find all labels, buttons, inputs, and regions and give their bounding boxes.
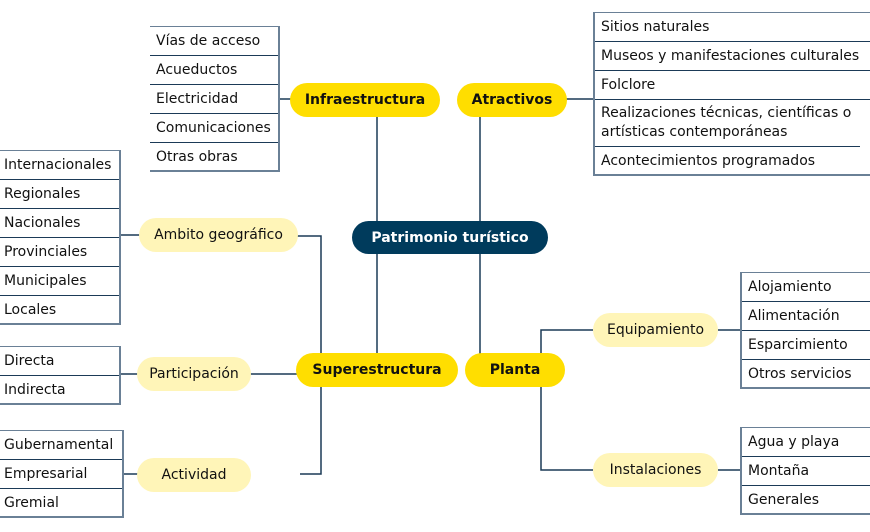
list-item[interactable]: Directa (0, 347, 119, 376)
list-item[interactable]: Internacionales (0, 151, 119, 180)
list-item[interactable]: Folclore (595, 71, 870, 100)
list-item[interactable]: Acueductos (150, 56, 278, 85)
list-item[interactable]: Otras obras (150, 143, 278, 172)
node-atractivos[interactable]: Atractivos (457, 83, 567, 117)
line-planta-branches (540, 329, 593, 471)
node-ambito-geografico[interactable]: Ambito geográfico (139, 218, 298, 252)
node-equipamiento[interactable]: Equipamiento (593, 313, 718, 347)
node-infraestructura[interactable]: Infraestructura (290, 83, 440, 117)
participacion-list: Directa Indirecta (0, 346, 121, 405)
list-item[interactable]: Otros servicios (742, 360, 870, 389)
ambito-label: Ambito geográfico (154, 227, 283, 243)
actividad-list: Gubernamental Empresarial Gremial (0, 430, 124, 518)
infraestructura-label: Infraestructura (304, 92, 426, 108)
participacion-label: Participación (149, 366, 239, 382)
root-label: Patrimonio turístico (371, 229, 529, 246)
instalaciones-list: Agua y playa Montaña Generales (740, 427, 870, 515)
list-item[interactable]: Alimentación (742, 302, 870, 331)
equipamiento-list: Alojamiento Alimentación Esparcimiento O… (740, 272, 870, 389)
list-item[interactable]: Provinciales (0, 238, 119, 267)
list-item[interactable]: Comunicaciones (150, 114, 278, 143)
list-item[interactable]: Realizaciones técnicas, científicas o ar… (595, 100, 860, 147)
node-superestructura[interactable]: Superestructura (296, 353, 458, 387)
list-item[interactable]: Gremial (0, 489, 122, 518)
node-actividad[interactable]: Actividad (137, 458, 251, 492)
node-planta[interactable]: Planta (465, 353, 565, 387)
ambito-list: Internacionales Regionales Nacionales Pr… (0, 150, 121, 325)
list-item[interactable]: Acontecimientos programados (595, 147, 870, 176)
list-item[interactable]: Electricidad (150, 85, 278, 114)
list-item[interactable]: Montaña (742, 457, 870, 486)
superestructura-label: Superestructura (312, 362, 442, 378)
list-item[interactable]: Esparcimiento (742, 331, 870, 360)
infraestructura-list: Vías de acceso Acueductos Electricidad C… (150, 26, 280, 172)
node-instalaciones[interactable]: Instalaciones (593, 453, 718, 487)
list-item[interactable]: Vías de acceso (150, 27, 278, 56)
list-item[interactable]: Indirecta (0, 376, 119, 405)
instalaciones-label: Instalaciones (609, 462, 702, 478)
actividad-label: Actividad (161, 467, 227, 483)
list-item[interactable]: Nacionales (0, 209, 119, 238)
list-item[interactable]: Agua y playa (742, 428, 870, 457)
list-item[interactable]: Gubernamental (0, 431, 122, 460)
node-participacion[interactable]: Participación (137, 357, 251, 391)
list-item[interactable]: Empresarial (0, 460, 122, 489)
atractivos-list: Sitios naturales Museos y manifestacione… (593, 12, 870, 176)
equipamiento-label: Equipamiento (606, 322, 705, 338)
list-item[interactable]: Generales (742, 486, 870, 515)
atractivos-label: Atractivos (471, 92, 553, 108)
root-node[interactable]: Patrimonio turístico (352, 221, 548, 254)
list-item[interactable]: Alojamiento (742, 273, 870, 302)
list-item[interactable]: Regionales (0, 180, 119, 209)
list-item[interactable]: Municipales (0, 267, 119, 296)
list-item[interactable]: Museos y manifestaciones culturales (595, 42, 870, 71)
list-item[interactable]: Locales (0, 296, 119, 325)
list-item[interactable]: Sitios naturales (595, 13, 870, 42)
planta-label: Planta (489, 362, 541, 378)
